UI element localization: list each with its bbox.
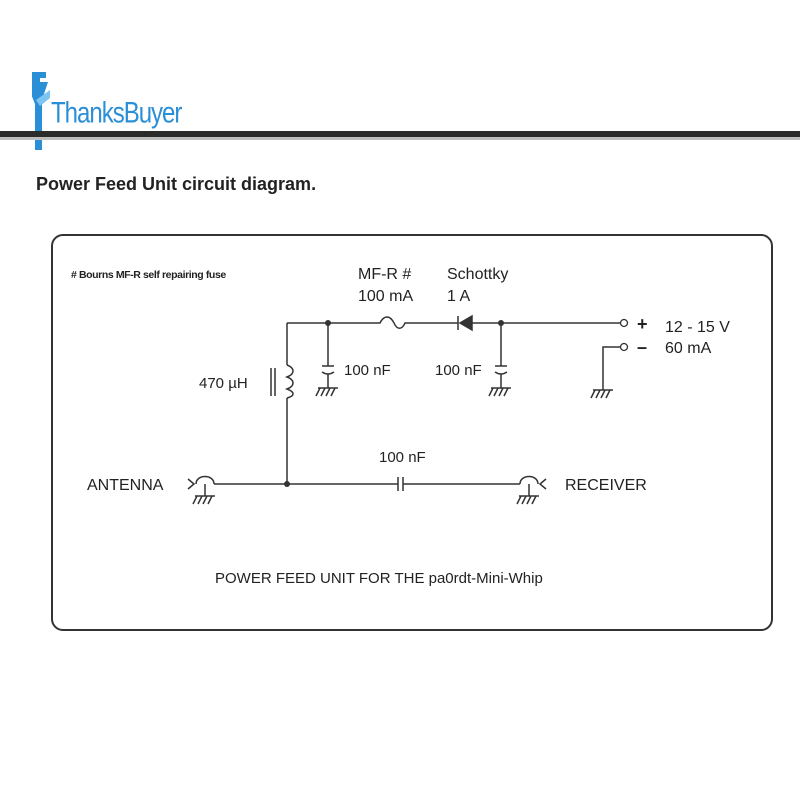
diode-triangle: [458, 314, 473, 332]
fuse-note: # Bourns MF-R self repairing fuse: [71, 269, 226, 281]
brand-name: ThanksBuyer: [51, 96, 182, 130]
antenna-label: ANTENNA: [87, 477, 164, 494]
inductor-coil: [284, 364, 294, 399]
cap-right-label: 100 nF: [435, 362, 482, 379]
fuse-label-rating: 100 mA: [358, 288, 413, 305]
terminal-minus-icon: [619, 342, 629, 352]
cap-right-plate-bottom: [494, 371, 508, 375]
antenna-connector-ground: [192, 484, 215, 505]
ground-left: [315, 387, 338, 397]
page-title: Power Feed Unit circuit diagram.: [36, 174, 317, 194]
junction-dot: [498, 320, 504, 326]
junction-dot: [325, 320, 331, 326]
header-rule: [0, 131, 800, 137]
inductor-label: 470 µH: [199, 375, 248, 392]
antenna-connector-shield: [195, 475, 215, 485]
series-cap-label: 100 nF: [379, 449, 426, 466]
fuse-symbol: [372, 316, 448, 329]
fuse-label-part: MF-R #: [358, 266, 411, 283]
header-rule-shadow: [0, 137, 800, 140]
diagram-caption: POWER FEED UNIT FOR THE pa0rdt-Mini-Whip: [215, 570, 543, 587]
ground-right: [488, 387, 511, 397]
receiver-label: RECEIVER: [565, 477, 647, 494]
cap-left-label: 100 nF: [344, 362, 391, 379]
terminal-plus-icon: [619, 318, 629, 328]
receiver-connector-shield: [519, 475, 539, 485]
brand-logo-icon: [32, 72, 50, 150]
diode-label-type: Schottky: [447, 266, 508, 283]
supply-current: 60 mA: [665, 340, 712, 357]
cap-left-plate-bottom: [321, 371, 335, 375]
antenna-connector-arrow: [187, 478, 196, 490]
receiver-connector-ground: [516, 484, 539, 505]
ground-supply: [590, 389, 613, 399]
supply-minus-wire: [602, 346, 620, 390]
diode-label-rating: 1 A: [447, 288, 470, 305]
supply-plus: +: [637, 314, 648, 334]
diagram-panel: [51, 234, 773, 631]
supply-voltage: 12 - 15 V: [665, 319, 730, 336]
junction-dot: [284, 481, 290, 487]
supply-minus: –: [637, 337, 647, 357]
receiver-connector-arrow: [538, 478, 547, 490]
